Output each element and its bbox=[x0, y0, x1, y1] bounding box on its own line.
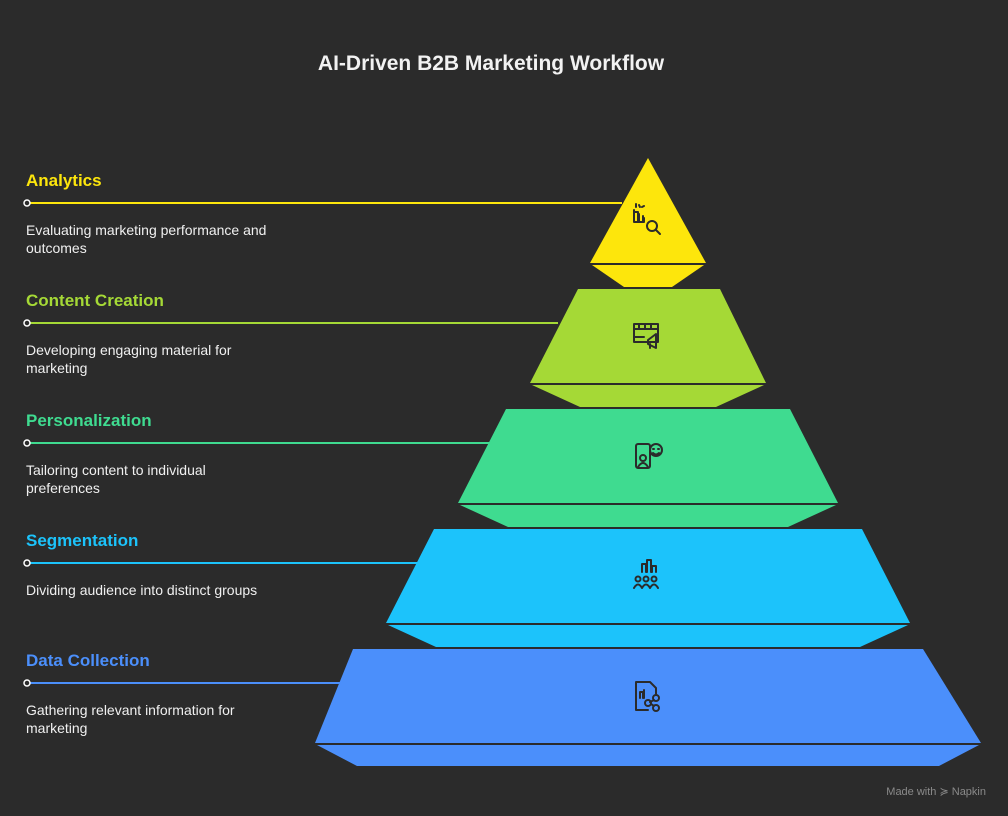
connector-dot bbox=[23, 679, 31, 687]
pyramid-level-personalization bbox=[23, 409, 838, 527]
diagram-title: AI-Driven B2B Marketing Workflow bbox=[317, 52, 665, 75]
level-base-band bbox=[388, 625, 908, 647]
pyramid-level-analytics bbox=[23, 158, 706, 287]
level-description-data-collection: Gathering relevant information for marke… bbox=[26, 702, 235, 736]
phone-person-icon bbox=[635, 443, 663, 469]
level-description-segmentation: Dividing audience into distinct groups bbox=[26, 582, 258, 598]
pyramid-level-content-creation bbox=[23, 289, 766, 407]
level-face bbox=[530, 289, 766, 383]
level-label-analytics: Analytics bbox=[26, 171, 102, 190]
connector-dot bbox=[23, 439, 31, 447]
level-label-data-collection: Data Collection bbox=[26, 651, 150, 670]
pyramid-level-data-collection bbox=[23, 649, 981, 766]
level-label-personalization: Personalization bbox=[26, 411, 152, 430]
level-base-band bbox=[592, 265, 704, 287]
connector-dot bbox=[23, 559, 31, 567]
level-label-content-creation: Content Creation bbox=[26, 291, 164, 310]
pyramid-level-segmentation bbox=[23, 529, 910, 647]
level-base-band bbox=[532, 385, 764, 407]
analytics-magnifier-icon bbox=[633, 203, 661, 235]
level-label-segmentation: Segmentation bbox=[26, 531, 139, 550]
level-base-band bbox=[460, 505, 836, 527]
level-face bbox=[386, 529, 910, 623]
video-megaphone-icon bbox=[633, 323, 659, 349]
level-face bbox=[315, 649, 981, 743]
level-description-personalization: Tailoring content to individual preferen… bbox=[26, 462, 206, 496]
watermark: Made with ≽ Napkin bbox=[886, 786, 986, 798]
level-description-content-creation: Developing engaging material for marketi… bbox=[26, 342, 232, 376]
level-face bbox=[458, 409, 838, 503]
connector-dot bbox=[23, 199, 31, 207]
level-base-band bbox=[317, 745, 979, 766]
level-description-analytics: Evaluating marketing performance and out… bbox=[26, 222, 267, 256]
level-face bbox=[590, 158, 706, 263]
connector-dot bbox=[23, 319, 31, 327]
document-share-icon bbox=[635, 681, 660, 712]
audience-chart-icon bbox=[633, 559, 659, 589]
